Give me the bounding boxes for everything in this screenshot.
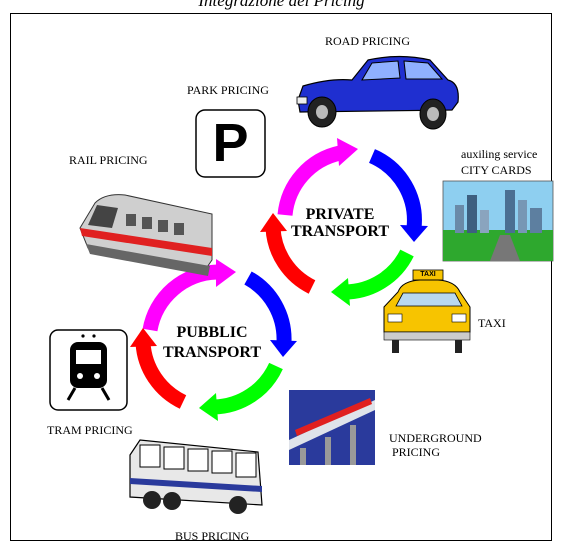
park-sign-letter: P <box>212 113 249 173</box>
private-arrow-magenta <box>277 145 342 216</box>
taxi-icon <box>383 269 471 353</box>
city-cards-label: CITY CARDS <box>461 163 532 177</box>
bus-pricing-label: BUS PRICING <box>175 529 250 543</box>
private-arrowhead-blue <box>400 225 428 242</box>
road-pricing-label: ROAD PRICING <box>325 34 411 48</box>
private-arrowhead-magenta <box>337 138 358 166</box>
auxiling-service-label: auxiling service <box>461 147 538 161</box>
park-pricing-label: PARK PRICING <box>187 83 269 97</box>
public-arrowhead-green <box>199 393 218 421</box>
rail-train-icon <box>79 194 213 276</box>
private-cycle-arrows <box>260 138 428 306</box>
public-arrow-green <box>213 362 283 415</box>
public-arrow-red <box>135 342 187 409</box>
public-transport-label-line2: TRANSPORT <box>162 344 262 361</box>
bus-icon <box>129 439 263 514</box>
public-arrowhead-red <box>130 328 157 347</box>
car-icon <box>296 55 459 130</box>
city-cards-image <box>442 180 554 262</box>
private-arrow-green <box>344 249 414 300</box>
private-transport-label-line1: PRIVATE <box>305 206 375 223</box>
private-transport-label-line2: TRANSPORT <box>290 223 390 240</box>
public-arrowhead-blue <box>270 340 297 357</box>
underground-image <box>289 390 375 465</box>
underground-pricing-label-line2: PRICING <box>392 445 441 459</box>
underground-pricing-label-line1: UNDERGROUND <box>389 431 482 445</box>
frame-border <box>10 13 552 541</box>
taxi-roof-sign: TAXI <box>420 271 436 278</box>
public-transport-label-line1: PUBBLIC <box>176 324 248 341</box>
private-arrow-red <box>265 227 316 294</box>
park-sign-icon <box>195 109 266 178</box>
taxi-label: TAXI <box>478 316 506 330</box>
public-arrow-blue <box>244 271 292 343</box>
tram-pricing-label: TRAM PRICING <box>47 423 133 437</box>
page-title: Integrazione del Pricing <box>198 0 365 10</box>
tram-sign-icon <box>49 329 128 411</box>
public-arrow-magenta <box>142 264 218 332</box>
private-arrowhead-red <box>260 213 287 232</box>
public-arrowhead-magenta <box>216 259 236 287</box>
rail-pricing-label: RAIL PRICING <box>69 153 148 167</box>
private-arrow-blue <box>368 149 422 229</box>
private-arrowhead-green <box>331 278 350 306</box>
